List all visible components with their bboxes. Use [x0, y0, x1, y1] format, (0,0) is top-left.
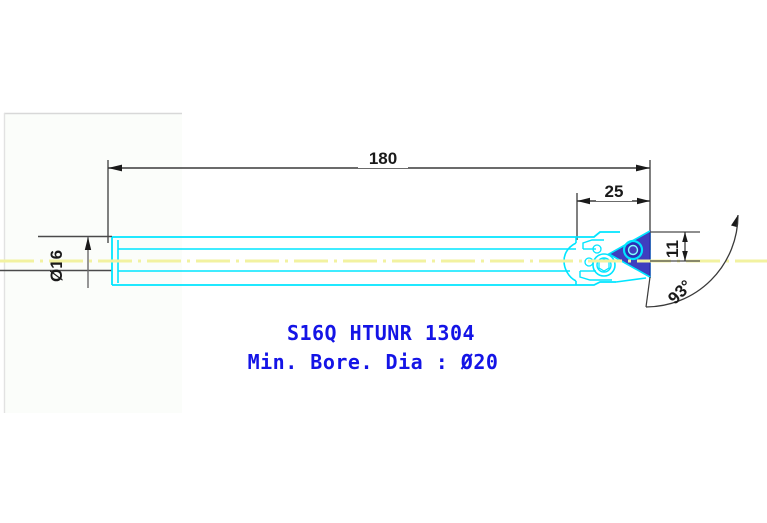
insert-hole-inner — [627, 244, 639, 256]
dimension-shank-diameter: Ø16 — [0, 235, 112, 288]
head-bottom-taper — [615, 277, 647, 283]
upper-nose-ring-circle — [592, 244, 602, 254]
part-number-label: S16Q HTUNR 1304 — [287, 321, 475, 345]
dimension-label-head-length: 25 — [605, 182, 624, 201]
dimension-overall-length: 180 — [107, 148, 651, 250]
arrowhead-11-top — [682, 232, 688, 242]
head-pocket-upper — [582, 239, 604, 249]
arrowhead-diameter-top — [84, 237, 92, 250]
insert-edge-highlight — [607, 230, 651, 278]
arrowhead-left — [108, 164, 122, 172]
head-bottom-edge — [576, 281, 616, 286]
clamp-screw-inner — [596, 257, 612, 273]
dimension-head-height: 11 — [650, 231, 700, 262]
min-bore-diameter-label: Min. Bore. Dia : Ø20 — [248, 350, 499, 374]
dimension-label-cutting-angle: 93° — [664, 276, 696, 308]
boring-bar-body — [111, 229, 651, 286]
dimension-label-head-height: 11 — [663, 240, 682, 258]
clamp-screw-outer — [592, 253, 616, 277]
dimension-label-shank-diameter: Ø16 — [47, 250, 66, 282]
upper-nose-ring — [592, 244, 602, 254]
background-panel — [3, 112, 182, 413]
dimension-label-overall-length: 180 — [369, 149, 397, 168]
arrowhead-head-right — [637, 197, 650, 205]
arrowhead-angle — [731, 215, 738, 227]
dimension-head-length: 25 — [576, 181, 650, 240]
arrowhead-right — [636, 164, 650, 172]
clamp-screw — [592, 253, 616, 277]
arrowhead-11-bottom — [682, 251, 688, 261]
title-block: S16Q HTUNR 1304 Min. Bore. Dia : Ø20 — [248, 321, 499, 374]
arrowhead-head-left — [577, 197, 590, 205]
head-pocket-lower — [579, 271, 612, 281]
angle-leg-lower — [645, 276, 651, 308]
angle-arc — [645, 214, 739, 308]
head-top-edge — [576, 231, 620, 238]
cutting-insert — [607, 229, 651, 279]
